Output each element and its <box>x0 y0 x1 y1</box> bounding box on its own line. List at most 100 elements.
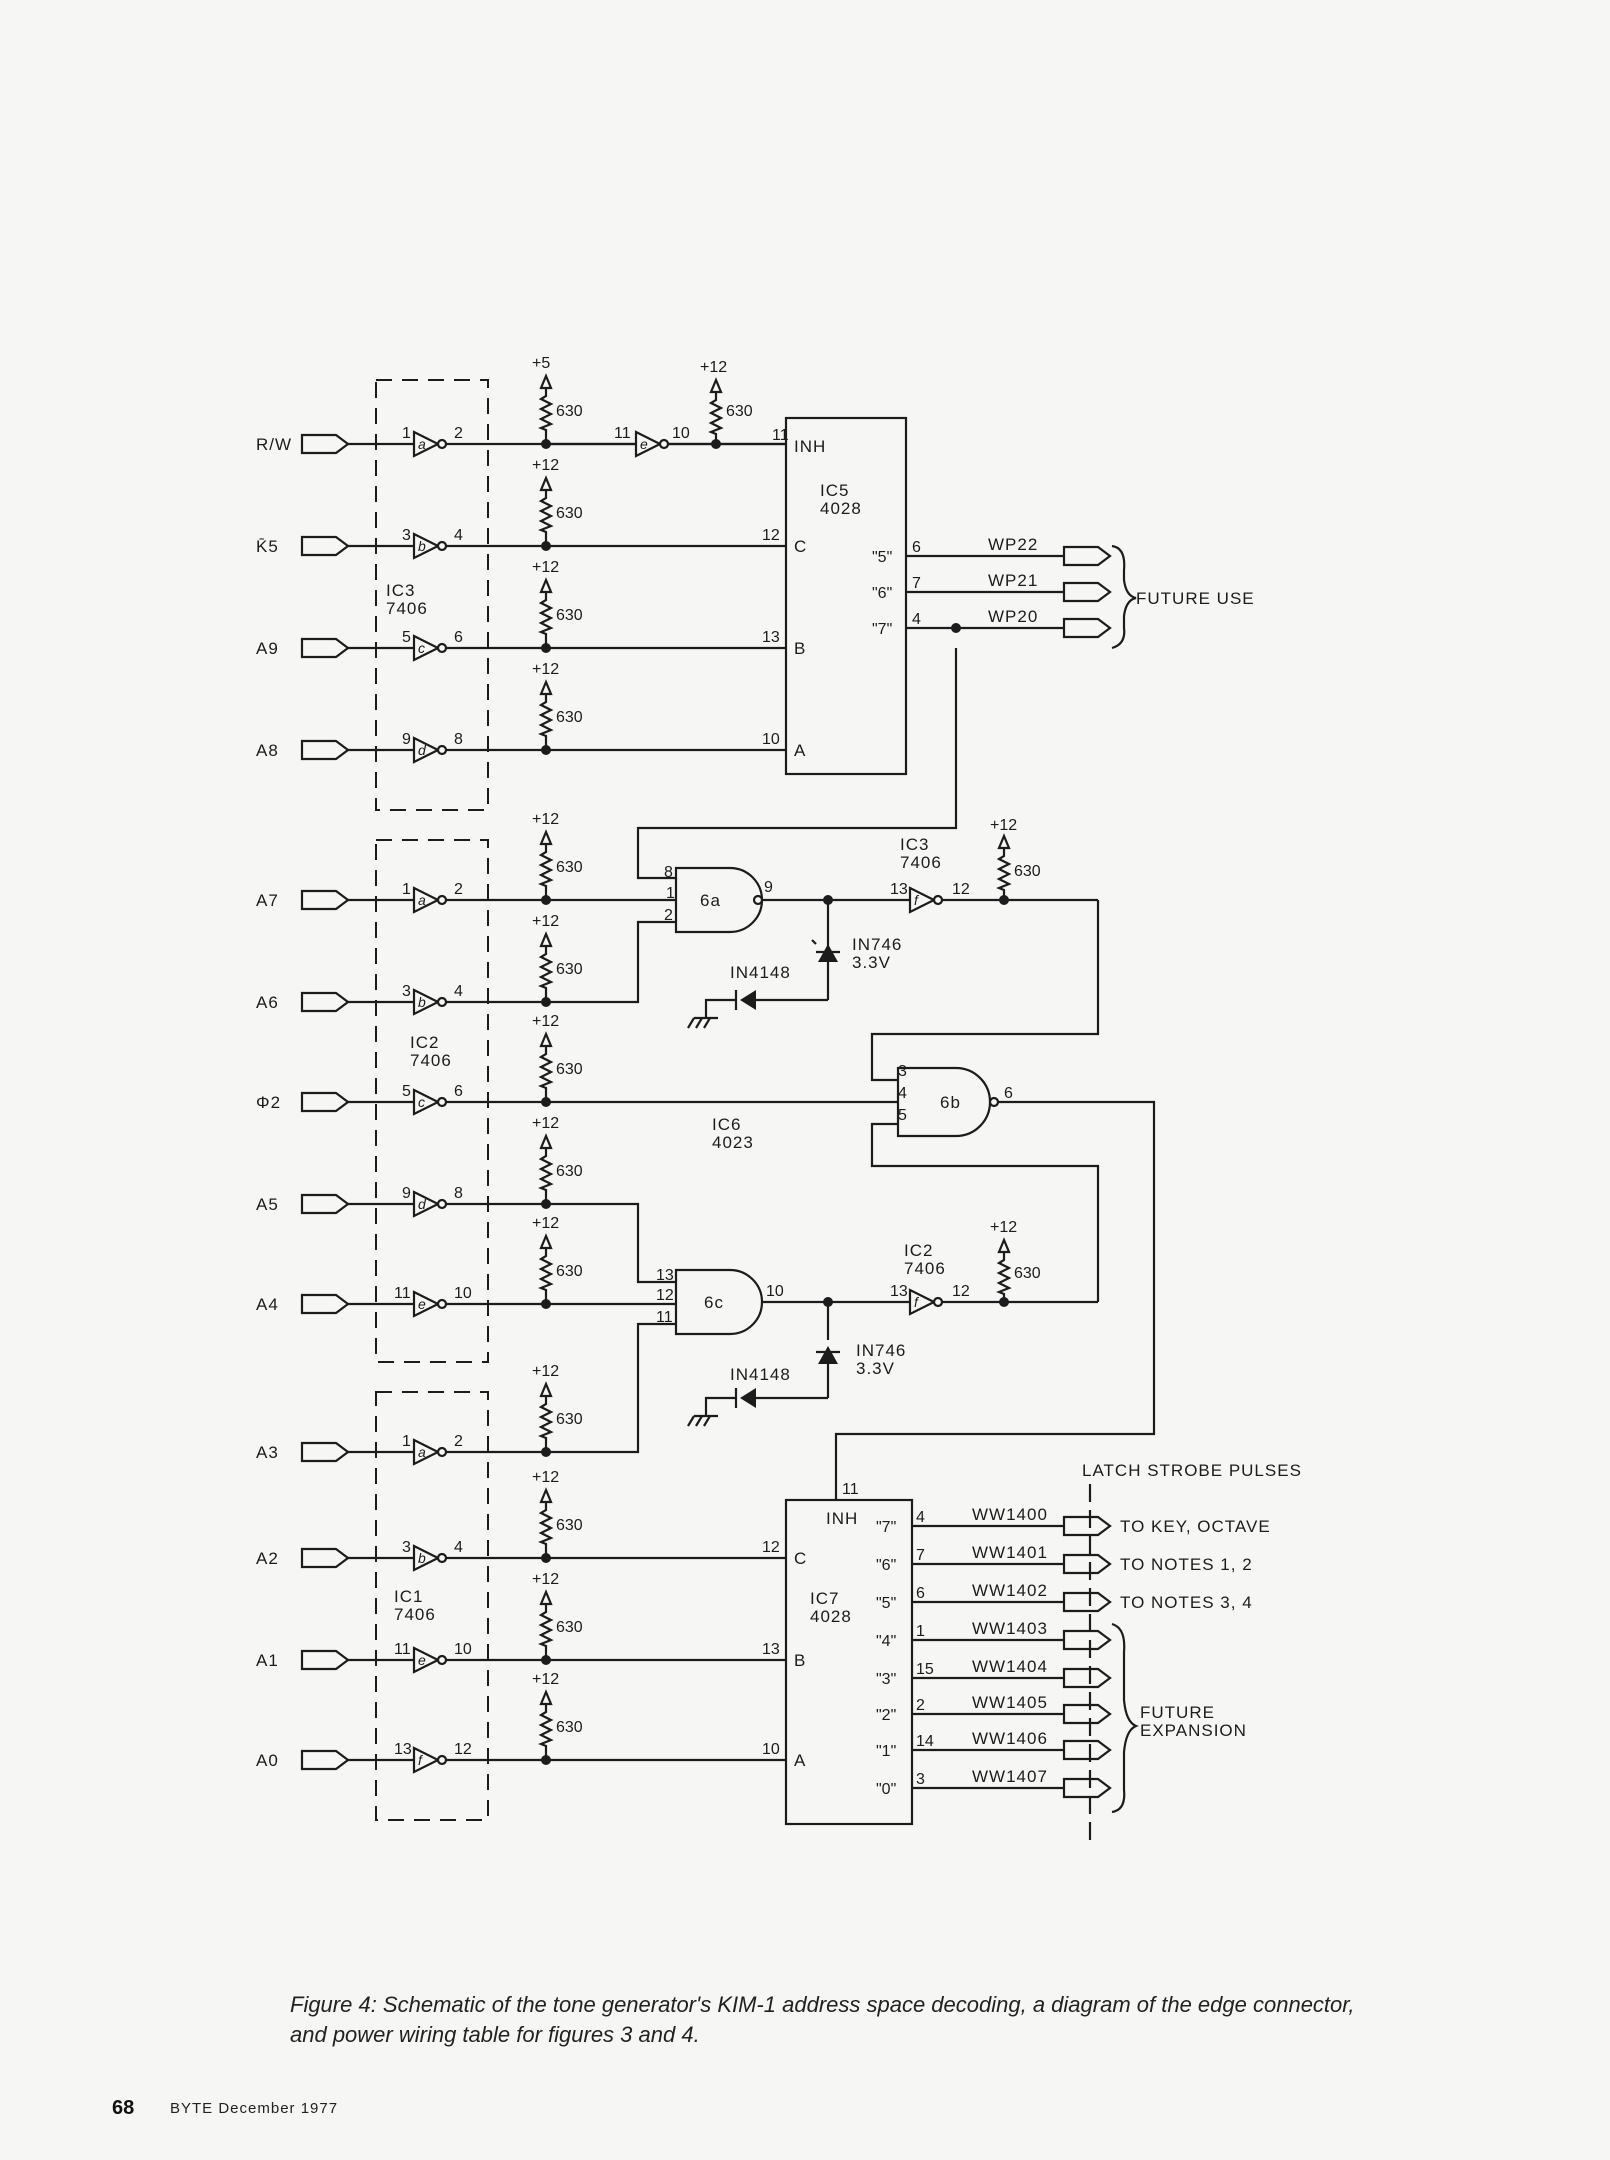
inverter-buffer-12 <box>412 1746 441 1774</box>
svg-text:4: 4 <box>912 611 921 628</box>
svg-text:5: 5 <box>402 1083 411 1100</box>
svg-text:a: a <box>418 892 426 908</box>
ic7-pin-c: C <box>794 1549 807 1568</box>
svg-text:2: 2 <box>916 1697 925 1714</box>
svg-text:a: a <box>418 436 426 452</box>
svg-text:1: 1 <box>666 885 675 902</box>
edge-connector-9 <box>300 1441 350 1463</box>
ic6-label: IC6 <box>712 1115 741 1134</box>
svg-text:+12: +12 <box>990 817 1017 834</box>
supply-label-11: +12 <box>532 1571 559 1588</box>
ic7-net-3: WW1403 <box>972 1619 1048 1638</box>
ic7-pin-b: B <box>794 1651 806 1670</box>
svg-text:13: 13 <box>762 629 780 646</box>
supply-label-0: +5 <box>532 355 550 372</box>
svg-text:5: 5 <box>898 1107 907 1124</box>
ic2-part: 7406 <box>410 1051 452 1070</box>
svg-text:10: 10 <box>454 1641 472 1658</box>
ic7-net-1: WW1401 <box>972 1543 1048 1562</box>
resistor-value-0: 630 <box>556 403 583 420</box>
inverter-buffer-1 <box>412 532 441 560</box>
svg-text:6: 6 <box>912 539 921 556</box>
ic7-net-6: WW1406 <box>972 1729 1048 1748</box>
ic7-decoder-box <box>784 1498 914 1826</box>
svg-text:9: 9 <box>764 879 773 896</box>
input-label-8: A4 <box>256 1295 279 1314</box>
svg-text:13: 13 <box>890 1283 908 1300</box>
ic7-net-0: WW1400 <box>972 1505 1048 1524</box>
svg-text:7406: 7406 <box>904 1259 946 1278</box>
ic5-pin-b: B <box>794 639 806 658</box>
svg-text:3: 3 <box>402 1539 411 1556</box>
edge-connector-7 <box>300 1193 350 1215</box>
svg-text:9: 9 <box>402 731 411 748</box>
ic5-inh-pin: INH <box>794 437 826 456</box>
svg-text:2: 2 <box>454 1433 463 1450</box>
svg-text:3: 3 <box>402 983 411 1000</box>
svg-text:6: 6 <box>454 629 463 646</box>
svg-text:4: 4 <box>454 1539 463 1556</box>
input-label-10: A2 <box>256 1549 279 1568</box>
svg-text:10: 10 <box>762 1741 780 1758</box>
svg-text:"6": "6" <box>872 585 892 602</box>
ic7-net-7: WW1407 <box>972 1767 1048 1786</box>
input-label-12: A0 <box>256 1751 279 1770</box>
resistor-value-2: 630 <box>556 607 583 624</box>
svg-text:4: 4 <box>454 983 463 1000</box>
resistor-value-3: 630 <box>556 709 583 726</box>
future-use-label: FUTURE USE <box>1136 589 1255 608</box>
svg-text:3: 3 <box>916 1771 925 1788</box>
ic5-net-0: WP22 <box>988 535 1038 554</box>
svg-text:7406: 7406 <box>900 853 942 872</box>
svg-text:b: b <box>418 994 426 1010</box>
input-label-2: A9 <box>256 639 279 658</box>
input-label-3: A8 <box>256 741 279 760</box>
ic1-package-box <box>375 1391 489 1821</box>
ic7-dest-2: TO NOTES 3, 4 <box>1120 1593 1253 1612</box>
svg-text:7: 7 <box>912 575 921 592</box>
edge-connector-4 <box>300 889 350 911</box>
svg-text:d: d <box>418 742 427 758</box>
svg-text:"3": "3" <box>876 1671 896 1688</box>
ic7-net-4: WW1404 <box>972 1657 1048 1676</box>
gate-6c: 6c 13 12 11 10 <box>656 1267 784 1336</box>
ic7-part: 4028 <box>810 1607 852 1626</box>
svg-text:12: 12 <box>656 1287 674 1304</box>
svg-text:12: 12 <box>762 527 780 544</box>
input-label-7: A5 <box>256 1195 279 1214</box>
svg-text:"7": "7" <box>876 1519 896 1536</box>
svg-text:10: 10 <box>766 1283 784 1300</box>
zener-a-label: IN746 <box>852 935 902 954</box>
svg-text:12: 12 <box>952 1283 970 1300</box>
diode-c-label: IN4148 <box>730 1365 791 1384</box>
inverter-buffer-9 <box>412 1438 441 1466</box>
svg-text:11: 11 <box>842 1481 859 1498</box>
page-number: 68 <box>112 2097 135 2119</box>
svg-text:4: 4 <box>916 1509 925 1526</box>
input-label-11: A1 <box>256 1651 279 1670</box>
ic2-label: IC2 <box>410 1033 439 1052</box>
inverter-buffer-2 <box>412 634 441 662</box>
zener-c-label: IN746 <box>856 1341 906 1360</box>
svg-text:11: 11 <box>614 425 631 442</box>
svg-text:10: 10 <box>672 425 690 442</box>
svg-text:e: e <box>640 436 648 452</box>
ic3e-inverter: e 11 10 +12 630 <box>546 359 786 458</box>
svg-text:"0": "0" <box>876 1781 896 1798</box>
edge-connector-1 <box>300 535 350 557</box>
svg-text:e: e <box>418 1296 426 1312</box>
ic5-net-2: WP20 <box>988 607 1038 626</box>
supply-label-10: +12 <box>532 1469 559 1486</box>
svg-text:c: c <box>418 1094 425 1110</box>
svg-text:1: 1 <box>402 425 411 442</box>
input-label-1: K̄5 <box>256 537 279 556</box>
ic2f-inverter: f 13 12 IC2 7406 <box>890 1241 970 1316</box>
